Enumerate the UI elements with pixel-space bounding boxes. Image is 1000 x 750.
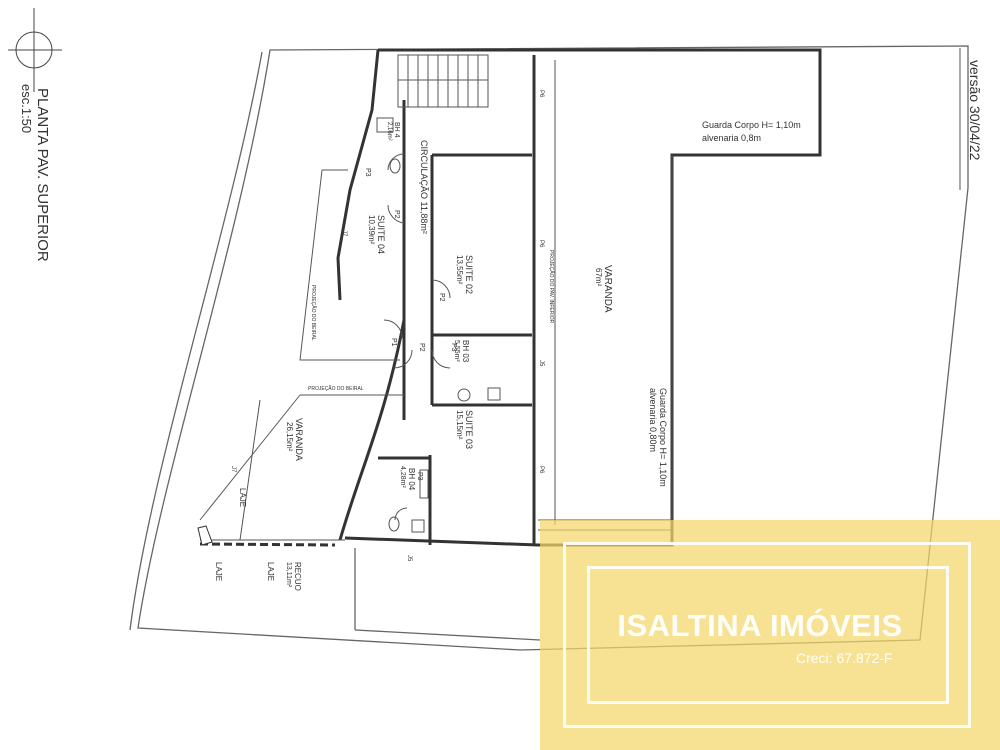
door-p6-c: P6 (538, 466, 544, 474)
door-j7-a: J7 (341, 230, 347, 237)
varanda-left-area: 26,15m² (285, 422, 294, 452)
guarda-top-note-1: Guarda Corpo H= 1,10m (702, 120, 801, 130)
suite04-area: 10,39m² (367, 215, 376, 245)
bwc-top-label: BH 4 (393, 122, 400, 138)
varanda-main-label: VARANDA (602, 265, 613, 313)
door-p3-c: P3 (416, 472, 423, 481)
column-marker (197, 525, 213, 546)
bwc03-label: BH 03 (461, 340, 470, 363)
recuo-area: 13,11m² (285, 562, 292, 588)
projecao-beiral-note: PROJEÇÃO DO BEIRAL (308, 385, 364, 392)
bwc-top-area: 2,16m² (386, 122, 392, 141)
door-p1-a: P1 (390, 338, 397, 347)
watermark-frame-inner (587, 566, 949, 704)
door-p2-c: P2 (418, 343, 425, 352)
plan-version: versão 30/04/22 (967, 60, 983, 161)
staircase (397, 54, 489, 108)
watermark-panel (540, 520, 1000, 750)
watermark-creci: Creci: 67.872-F (796, 650, 893, 666)
door-swings (383, 153, 451, 521)
watermark-frame-outer (563, 542, 971, 728)
bwc04-area: 4,28m² (399, 466, 406, 488)
varanda-main-area: 67m² (594, 268, 603, 287)
laje-label-3: LAJE (214, 562, 223, 581)
recuo-label: RECUO (293, 562, 302, 591)
laje-label-2: LAJE (266, 562, 275, 581)
varanda-left-label: VARANDA (294, 418, 304, 461)
bwc04-label: BH 04 (407, 468, 416, 491)
annotations: Guarda Corpo H= 1,10m alvenaria 0,8m Gua… (308, 120, 801, 487)
guarda-top-note-2: alvenaria 0,8m (702, 133, 761, 143)
door-p6-b: P6 (538, 240, 544, 248)
door-tags: P1 P2 P2 P2 P3 P3 P3 P6 P6 P6 J5 J5 J7 J… (230, 90, 544, 562)
bathroom-fixtures (376, 117, 501, 533)
suite02-area: 13,55m² (455, 255, 464, 285)
suite03-label: SUITE 03 (464, 410, 474, 449)
guarda-right-note-1: Guarda Corpo H= 1,10m (658, 388, 668, 487)
door-p6-a: P6 (538, 90, 544, 98)
plan-scale: esc.1:50 (19, 84, 34, 133)
door-j5-b: J5 (406, 555, 412, 562)
door-j7-b: J7 (230, 466, 236, 473)
north-arrow-icon (8, 8, 62, 92)
laje-label-1: LAJE (238, 488, 247, 507)
balcony-rail (199, 542, 336, 547)
title-block: PLANTA PAV. SUPERIOR esc.1:50 versão 30/… (19, 60, 983, 262)
plan-title: PLANTA PAV. SUPERIOR (34, 88, 51, 262)
door-p3-a: P3 (364, 168, 371, 177)
guarda-right-note-2: alvenaria 0,80m (648, 388, 658, 452)
plot-boundary (129, 45, 969, 651)
watermark-agency-name: ISALTINA IMÓVEIS (617, 608, 903, 643)
bwc03-area: 5,55m² (453, 340, 460, 362)
door-p3-b: P3 (450, 343, 457, 352)
projecao-pav-note: PROJEÇÃO DO PAV. INFERIOR (548, 250, 555, 324)
door-j5-a: J5 (538, 360, 544, 367)
circulacao-label: CIRCULAÇÃO 11,88m² (419, 140, 429, 234)
door-p2-b: P2 (438, 293, 445, 302)
suite03-area: 15,15m² (455, 410, 464, 440)
suite04-label: SUITE 04 (376, 215, 386, 254)
projecao-inferior-note: PROJEÇÃO DO BEIRAL (310, 285, 317, 341)
door-p2-a: P2 (393, 210, 400, 219)
suite02-label: SUITE 02 (464, 255, 474, 294)
room-labels: CIRCULAÇÃO 11,88m² SUITE 04 10,39m² SUIT… (214, 122, 613, 591)
